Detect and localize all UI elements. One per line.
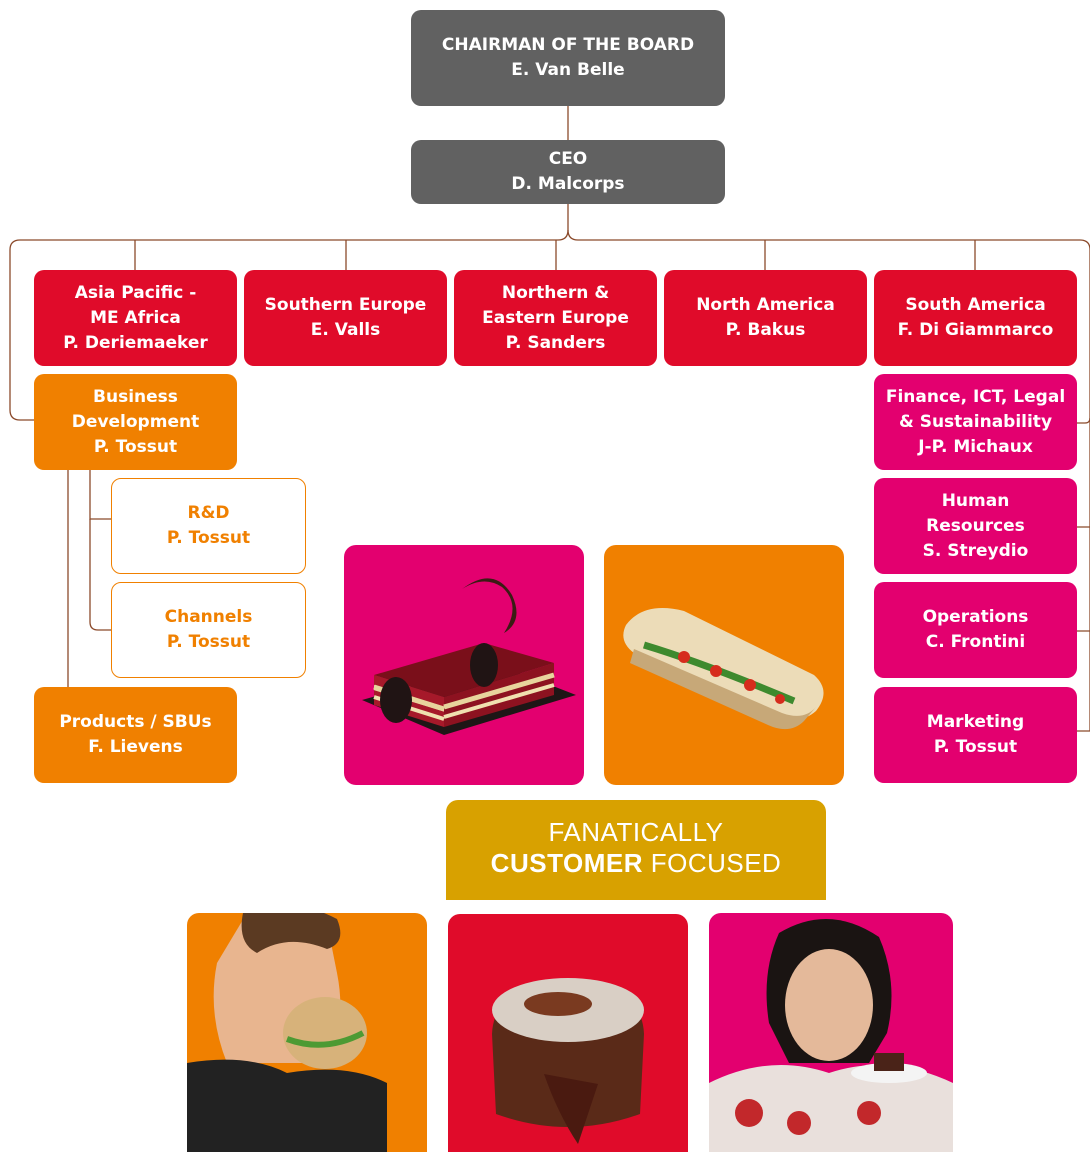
banner-rest: FOCUSED	[642, 848, 782, 878]
function-head: S. Streydio	[922, 540, 1029, 561]
banner-line-1: FANATICALLY	[548, 817, 724, 847]
bd-label: Development	[71, 411, 200, 432]
region-head: P. Deriemaeker	[63, 332, 208, 353]
function-finance: Finance, ICT, Legal & Sustainability J-P…	[874, 374, 1077, 470]
sandwich-photo	[604, 545, 844, 785]
bd-head: P. Tossut	[93, 436, 178, 457]
bd-label: Business	[93, 386, 178, 407]
function-head: C. Frontini	[925, 632, 1026, 652]
function-head: J-P. Michaux	[918, 436, 1033, 457]
function-label: Human	[941, 490, 1010, 511]
products-label: Products / SBUs	[59, 712, 212, 732]
function-head: P. Tossut	[933, 737, 1018, 757]
chairman-name: E. Van Belle	[511, 60, 625, 80]
region-south-america: South America F. Di Giammarco	[874, 270, 1077, 366]
function-label: Resources	[926, 515, 1025, 536]
region-label: North America	[696, 295, 835, 315]
channels-label: Channels	[164, 607, 253, 627]
region-head: P. Sanders	[505, 332, 606, 353]
region-north-america: North America P. Bakus	[664, 270, 867, 366]
region-label: Northern &	[501, 282, 610, 303]
region-head: E. Valls	[310, 320, 381, 340]
rnd-head: P. Tossut	[166, 528, 251, 548]
man-eating-sandwich-photo	[187, 913, 427, 1152]
region-label: Asia Pacific -	[74, 282, 197, 303]
region-label: ME Africa	[90, 307, 181, 328]
banner-line-2: CUSTOMER FOCUSED	[446, 848, 826, 879]
function-operations: Operations C. Frontini	[874, 582, 1077, 678]
business-development-box: Business Development P. Tossut	[34, 374, 237, 470]
products-head: F. Lievens	[88, 737, 183, 757]
ceo-role: CEO	[548, 149, 588, 169]
woman-eating-cake-photo	[709, 913, 953, 1152]
rnd-label: R&D	[187, 503, 230, 523]
region-label: Eastern Europe	[482, 307, 629, 328]
function-label: Finance, ICT, Legal	[885, 386, 1066, 407]
chairman-role: CHAIRMAN OF THE BOARD	[441, 35, 695, 55]
products-sbus-box: Products / SBUs F. Lievens	[34, 687, 237, 783]
function-label: & Sustainability	[898, 411, 1053, 432]
region-asia-pacific: Asia Pacific - ME Africa P. Deriemaeker	[34, 270, 237, 366]
ceo-box: CEO D. Malcorps	[411, 140, 725, 204]
channels-box: Channels P. Tossut	[111, 582, 306, 678]
rnd-box: R&D P. Tossut	[111, 478, 306, 574]
region-label: South America	[905, 295, 1046, 315]
channels-head: P. Tossut	[166, 632, 251, 652]
function-label: Marketing	[926, 712, 1025, 732]
ceo-name: D. Malcorps	[511, 174, 625, 194]
region-head: F. Di Giammarco	[897, 320, 1054, 340]
function-marketing: Marketing P. Tossut	[874, 687, 1077, 783]
region-northern-eastern-europe: Northern & Eastern Europe P. Sanders	[454, 270, 657, 366]
function-human-resources: Human Resources S. Streydio	[874, 478, 1077, 574]
region-label: Southern Europe	[264, 295, 427, 315]
region-southern-europe: Southern Europe E. Valls	[244, 270, 447, 366]
banner-bold-word: CUSTOMER	[490, 848, 643, 878]
layered-cake-photo	[344, 545, 584, 785]
chairman-box: CHAIRMAN OF THE BOARD E. Van Belle	[411, 10, 725, 106]
fanatically-customer-focused-banner: FANATICALLY CUSTOMER FOCUSED	[446, 800, 826, 900]
lava-cake-photo	[448, 914, 688, 1152]
region-head: P. Bakus	[725, 320, 806, 340]
function-label: Operations	[922, 607, 1029, 627]
